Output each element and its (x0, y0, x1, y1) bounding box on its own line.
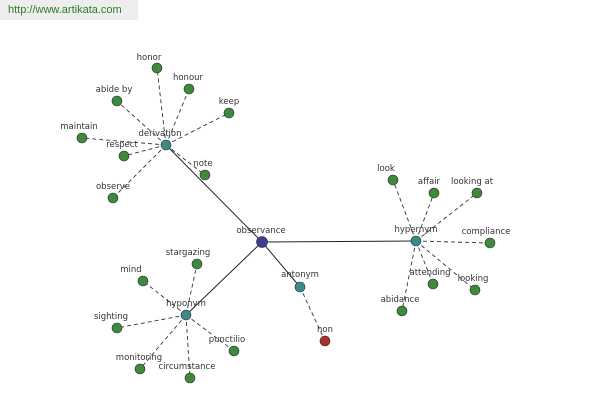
node-keep-label: keep (219, 97, 239, 107)
edge-hypernym-compliance (415, 240, 491, 244)
node-attending-label: attending (409, 268, 450, 278)
node-note-label: note (193, 159, 212, 169)
node-stargazing[interactable] (191, 258, 203, 270)
node-attending[interactable] (427, 278, 439, 290)
edge-hyponym-monitoring (139, 314, 187, 370)
edge-derivation-note (165, 144, 206, 176)
node-look-label: look (377, 164, 395, 174)
node-stargazing-label: stargazing (166, 248, 211, 258)
edge-derivation-observe (112, 144, 167, 199)
edge-hyponym-sighting (116, 314, 187, 329)
node-hyponym[interactable] (180, 309, 192, 321)
node-circumstance[interactable] (184, 372, 196, 384)
edge-hypernym-look (392, 179, 417, 242)
node-non[interactable] (319, 335, 331, 347)
node-abidance-label: abidance (381, 295, 420, 305)
node-layer (76, 62, 496, 384)
node-hypernym-label: hypernym (394, 225, 437, 235)
node-keep[interactable] (223, 107, 235, 119)
node-hyponym-label: hyponym (166, 299, 206, 309)
node-affair-label: affair (418, 177, 441, 187)
site-url-banner: http://www.artikata.com (0, 0, 138, 20)
node-honour-label: honour (173, 73, 204, 83)
node-punctilio[interactable] (228, 345, 240, 357)
edge-antonym-non (299, 286, 326, 342)
node-observance-label: observance (236, 226, 285, 236)
node-look[interactable] (387, 174, 399, 186)
node-monitoring-label: monitoring (116, 353, 162, 363)
edge-hyponym-mind (142, 280, 187, 316)
edge-hypernym-looking_at (415, 192, 478, 242)
node-maintain[interactable] (76, 132, 88, 144)
edge-observance-hypernym (261, 240, 417, 243)
node-honor[interactable] (151, 62, 163, 74)
edge-derivation-maintain (81, 137, 167, 146)
edge-observance-antonym (261, 241, 301, 288)
node-abide-by-label: abide by (96, 85, 133, 95)
edge-hypernym-abidance (401, 240, 417, 312)
node-honor-label: honor (137, 53, 162, 63)
node-non-label: non (317, 325, 333, 335)
edge-derivation-respect (123, 144, 167, 157)
node-circumstance-label: circumstance (159, 362, 216, 372)
edge-observance-derivation (165, 144, 263, 243)
node-looking[interactable] (469, 284, 481, 296)
node-sighting[interactable] (111, 322, 123, 334)
edge-hypernym-affair (415, 192, 435, 242)
node-respect[interactable] (118, 150, 130, 162)
node-derivation[interactable] (160, 139, 172, 151)
node-observance[interactable] (256, 236, 268, 248)
edge-hyponym-stargazing (185, 263, 198, 316)
node-abide-by[interactable] (111, 95, 123, 107)
node-respect-label: respect (106, 140, 138, 150)
edge-derivation-honour (165, 88, 190, 146)
label-layer: observance derivation honor honour abide by k… (60, 53, 510, 372)
node-looking-at-label: looking at (451, 177, 494, 187)
edge-layer (81, 67, 491, 379)
node-compliance[interactable] (484, 237, 496, 249)
node-sighting-label: sighting (94, 312, 128, 322)
edge-hypernym-attending (415, 240, 434, 285)
node-maintain-label: maintain (60, 122, 98, 132)
node-looking-label: looking (458, 274, 489, 284)
node-punctilio-label: punctilio (209, 335, 245, 345)
edge-hypernym-looking (415, 240, 476, 291)
node-observe-label: observe (96, 182, 130, 192)
site-url-link[interactable]: http://www.artikata.com (8, 4, 122, 16)
node-note[interactable] (199, 169, 211, 181)
node-looking-at[interactable] (471, 187, 483, 199)
edge-observance-hyponym (185, 241, 263, 316)
node-mind-label: mind (120, 265, 141, 275)
edge-hyponym-circumstance (185, 314, 191, 379)
node-derivation-label: derivation (138, 129, 181, 139)
node-affair[interactable] (428, 187, 440, 199)
node-monitoring[interactable] (134, 363, 146, 375)
node-hypernym[interactable] (410, 235, 422, 247)
node-abidance[interactable] (396, 305, 408, 317)
edge-derivation-honor (156, 67, 167, 146)
edge-derivation-keep (165, 112, 230, 146)
node-antonym[interactable] (294, 281, 306, 293)
edge-derivation-abide_by (116, 100, 167, 146)
node-antonym-label: antonym (281, 270, 319, 280)
node-mind[interactable] (137, 275, 149, 287)
edge-hyponym-punctilio (185, 314, 235, 352)
node-compliance-label: compliance (462, 227, 511, 237)
node-honour[interactable] (183, 83, 195, 95)
node-observe[interactable] (107, 192, 119, 204)
